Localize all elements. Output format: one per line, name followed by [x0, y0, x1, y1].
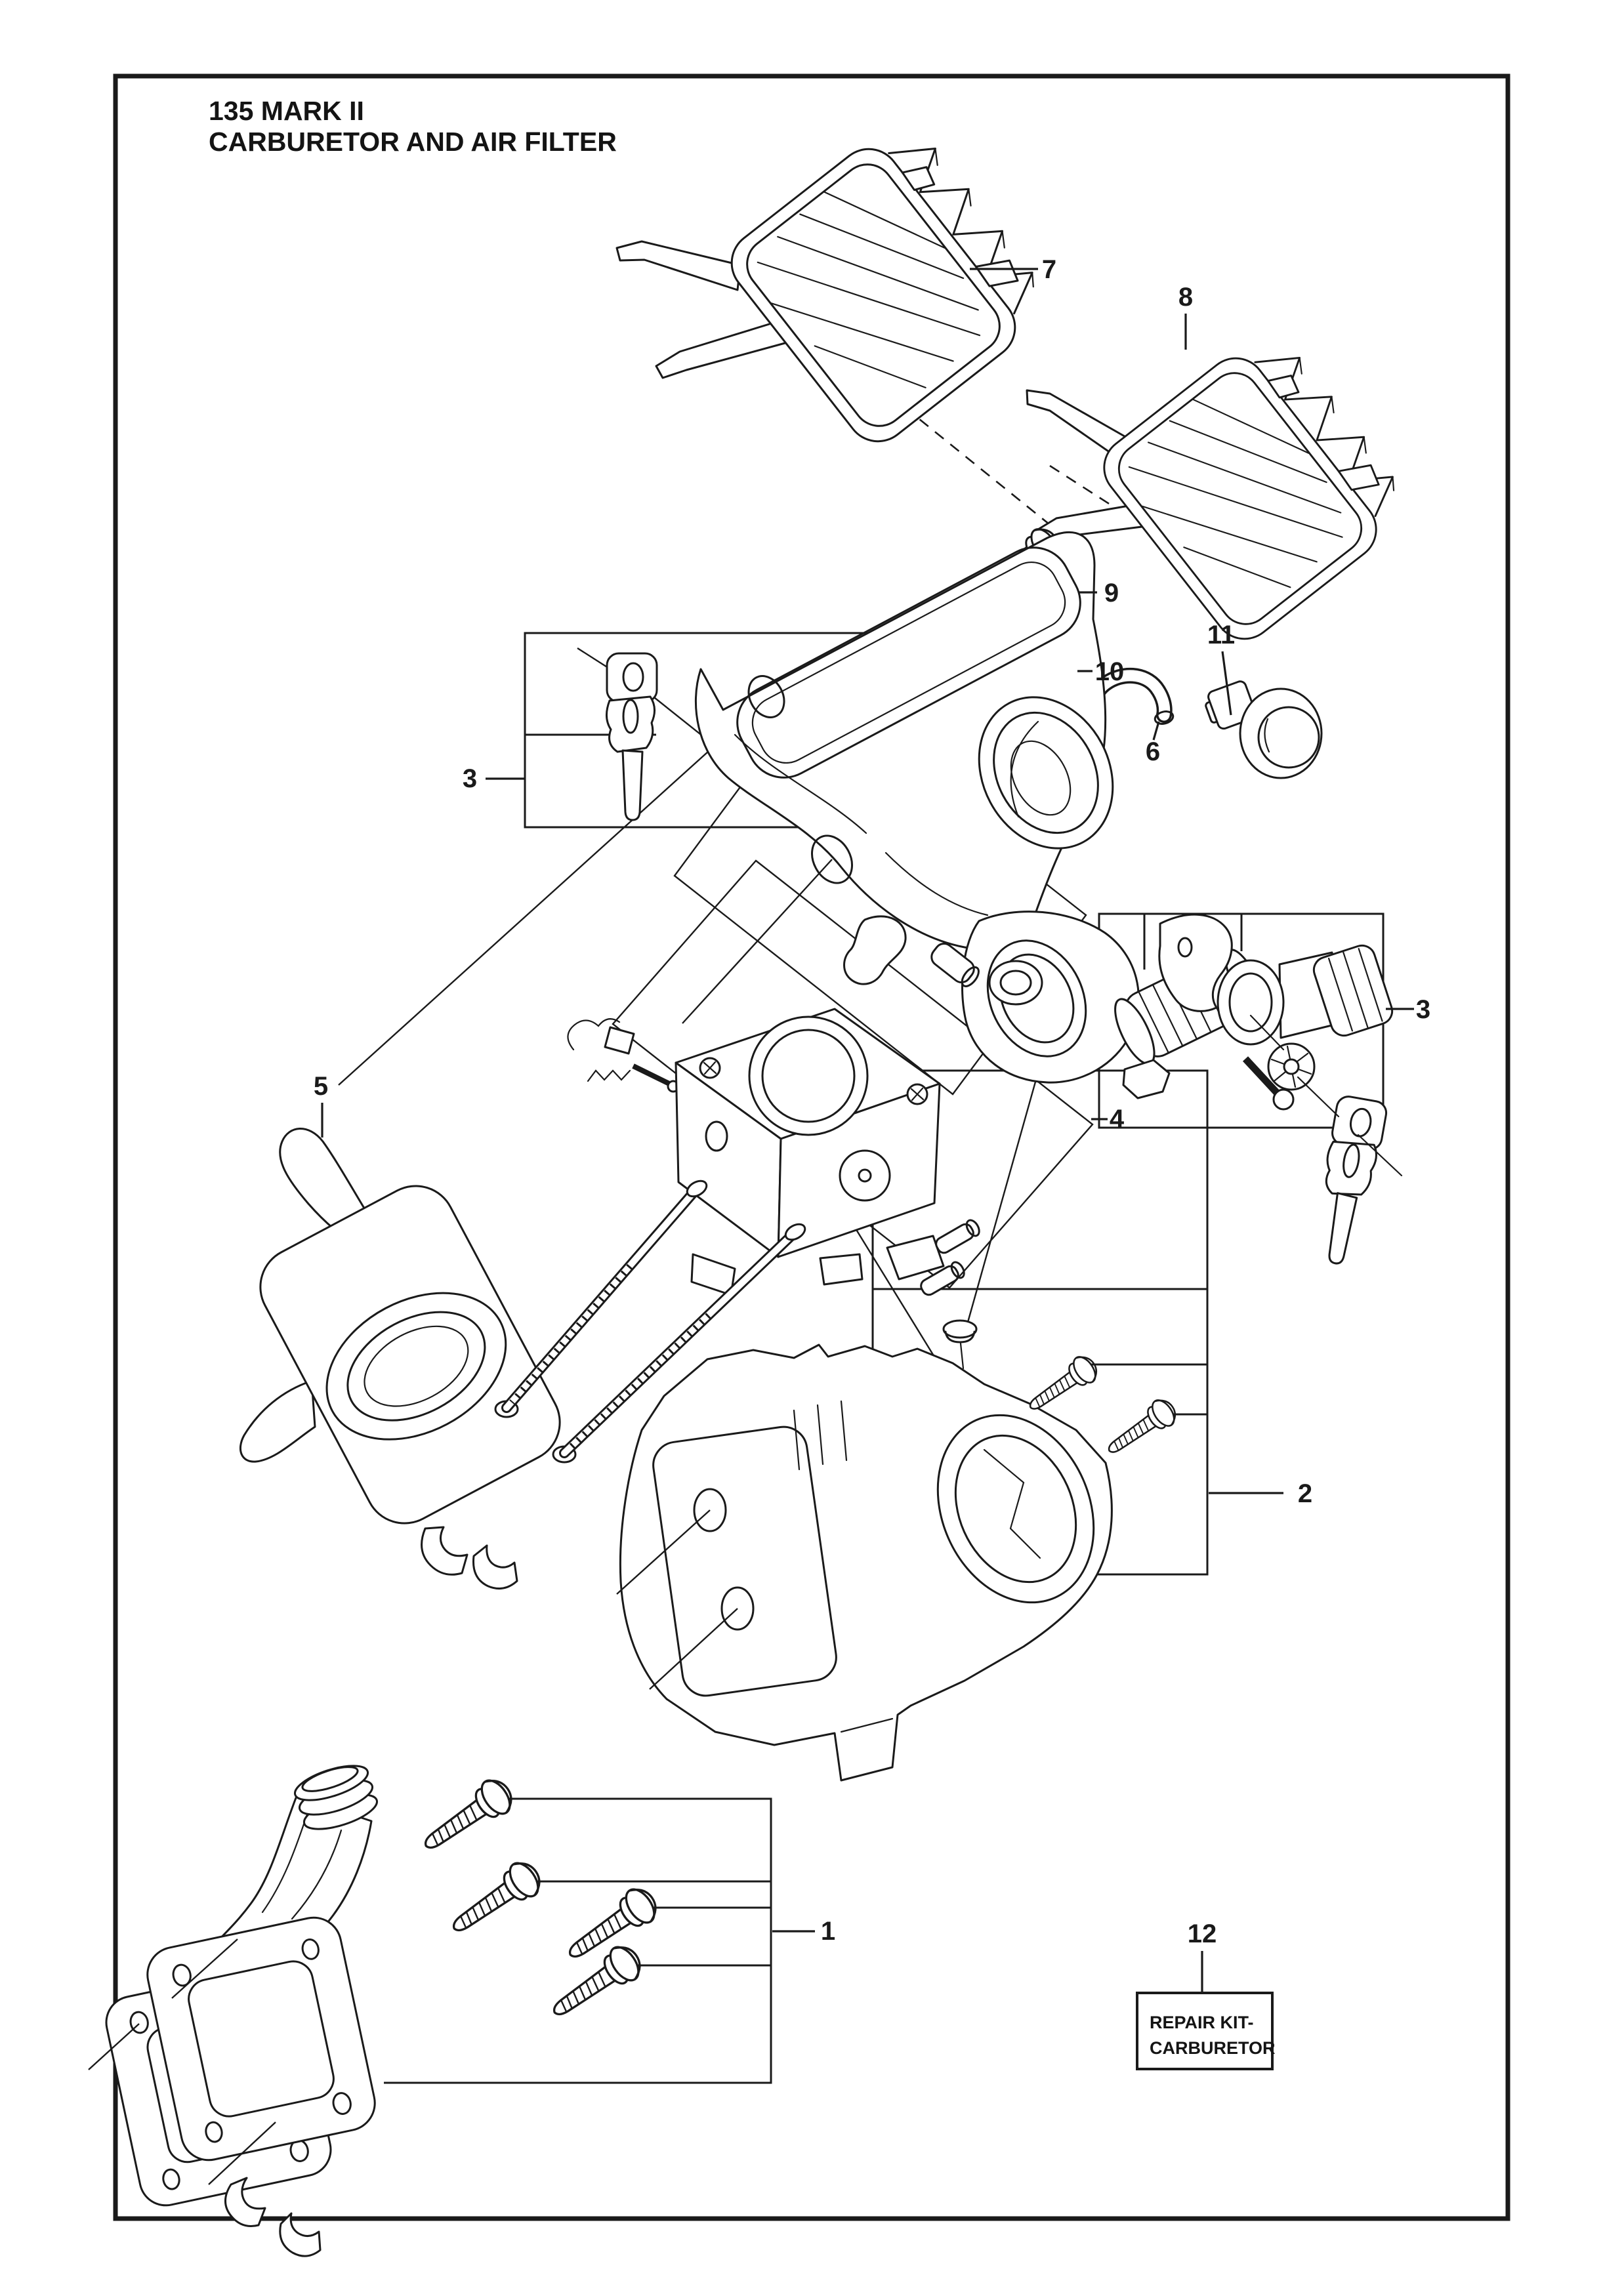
- callout-5: 5: [314, 1072, 328, 1101]
- carburetor-cover: [694, 531, 1114, 950]
- venturi-bore: [748, 1015, 869, 1136]
- callout-6: 6: [1146, 737, 1160, 766]
- intake-elbow-1: [88, 1765, 379, 2257]
- callouts: 7 8 9 10 11 6 3 3 5 4 2 1 12: [314, 255, 1430, 1993]
- callout-9: 9: [1104, 579, 1119, 607]
- repair-kit-line2: CARBURETOR: [1150, 2038, 1276, 2058]
- pump-cover: [839, 1149, 891, 1202]
- callout-8: 8: [1178, 283, 1193, 312]
- air-filter-housing-2: [616, 1319, 1113, 1782]
- repair-kit-line1: REPAIR KIT-: [1150, 2013, 1254, 2032]
- intake-manifold-5: [239, 1128, 806, 1590]
- callout-11: 11: [1207, 621, 1235, 649]
- callout-4: 4: [1110, 1105, 1125, 1134]
- repair-kit-12: REPAIR KIT- CARBURETOR: [1136, 1992, 1276, 2070]
- choke-knob-assembly-3: [1158, 913, 1403, 1269]
- housing-plug: [942, 1319, 978, 1370]
- carb-studs: [494, 1179, 806, 1464]
- air-filter-7: [615, 109, 1062, 455]
- callout-3-left: 3: [463, 764, 477, 793]
- callout-12: 12: [1188, 1919, 1217, 1948]
- callout-3-right: 3: [1416, 995, 1430, 1024]
- star-washer: [1267, 1042, 1316, 1091]
- carburetor: [567, 1008, 980, 1296]
- choke-rod-parts: [843, 915, 1043, 1006]
- callout-1: 1: [821, 1917, 835, 1946]
- elbow-ribs: [293, 1765, 379, 1830]
- primer-bulb-11: [1205, 680, 1323, 779]
- page-title-model: 135 MARK II: [209, 96, 364, 126]
- page-title-section: CARBURETOR AND AIR FILTER: [209, 127, 617, 157]
- callout-10: 10: [1095, 657, 1125, 686]
- adjustment-screws: [886, 1219, 980, 1296]
- item1-box: [384, 1797, 772, 2084]
- elbow-flange: [146, 1916, 376, 2162]
- callout-7: 7: [1042, 255, 1056, 284]
- callout-2: 2: [1298, 1479, 1312, 1508]
